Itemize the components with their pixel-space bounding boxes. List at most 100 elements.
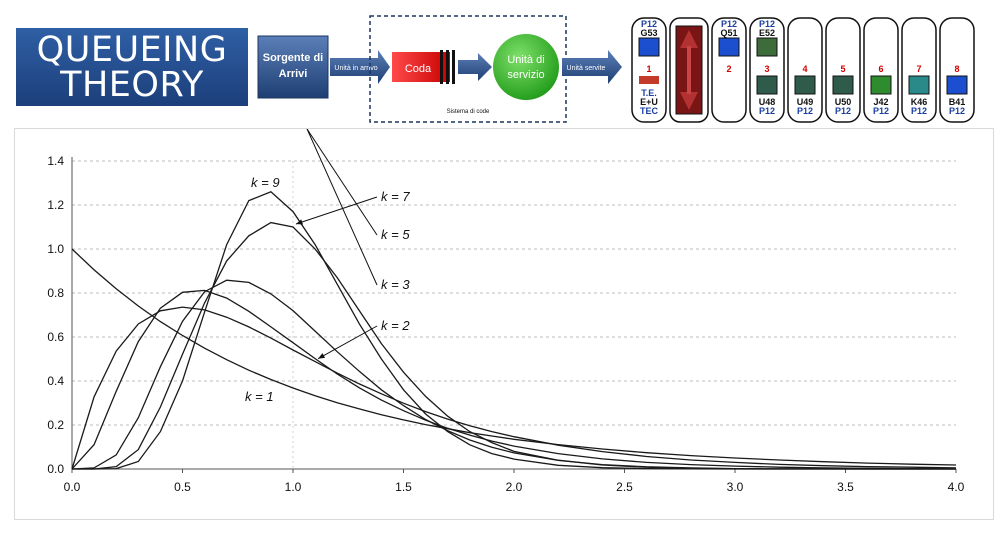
series-line-k9: [72, 191, 956, 470]
counter-slot-8: 8 B41 P12: [939, 17, 975, 123]
y-tick-label-1: 0.2: [47, 418, 64, 432]
curve-arrowhead-k2: [318, 353, 326, 359]
server-label-2: servizio: [507, 69, 544, 81]
queue-slot-1: [440, 50, 443, 84]
queue-system-diagram: Sorgente di Arrivi Unità in arrivo Coda …: [256, 14, 626, 126]
x-tick-label-8: 4.0: [948, 480, 965, 494]
served-arrow: [562, 50, 622, 84]
slot-1-bottom-2: E+U: [640, 97, 658, 107]
slot-5-bottom-1: U50: [835, 97, 852, 107]
curve-leader-k5: [306, 128, 378, 236]
grid-layer: [72, 160, 956, 469]
queue-slot-2: [446, 50, 449, 84]
arrivals-label: Unità in arrivo: [334, 65, 377, 72]
slot-3-bottom-1: U48: [759, 97, 776, 107]
slot-7-bottom-1: K46: [911, 97, 928, 107]
slot-2-number: 2: [726, 64, 731, 74]
y-tick-label-7: 1.4: [47, 154, 64, 168]
y-tick-label-3: 0.6: [47, 330, 64, 344]
x-tick-label-5: 2.5: [616, 480, 633, 494]
curve-label-k1: k = 1: [245, 389, 274, 404]
queue-slot-3: [452, 50, 455, 84]
curve-leader-k7: [295, 196, 378, 225]
counter-slot-2: P12 Q51 2: [711, 17, 747, 123]
slot-6-number: 6: [878, 64, 883, 74]
slot-6-bottom-1: J42: [873, 97, 888, 107]
y-tick-label-5: 1.0: [47, 242, 64, 256]
slot-6-fast-pay-icon: [870, 75, 892, 95]
counter-slot-3: P12 E52 3 U48 P12: [749, 17, 785, 123]
curve-label-k7: k = 7: [381, 189, 410, 204]
system-label: Sistema di code: [447, 109, 490, 115]
logo-line-2: THEORY: [60, 65, 204, 105]
slot-1-track-icon: [639, 76, 659, 84]
y-tick-label-2: 0.4: [47, 374, 64, 388]
counter-slot-5: 5 U50 P12: [825, 17, 861, 123]
slot-3-top-1: P12: [759, 19, 775, 29]
slot-3-top-2: E52: [759, 28, 775, 38]
curve-label-k2: k = 2: [381, 318, 410, 333]
slot-3-lower-icon: [756, 75, 778, 95]
slot-1-top-1: P12: [641, 19, 657, 29]
curve-label-k5: k = 5: [381, 227, 410, 242]
slot-7-bottom-2: P12: [911, 106, 927, 116]
label-layer: k = 1k = 2k = 3k = 5k = 7k = 9: [245, 128, 410, 404]
slot-5-icon: [832, 75, 854, 95]
queueing-theory-logo: QUEUEING THEORY: [16, 28, 248, 106]
y-tick-label-4: 0.8: [47, 286, 64, 300]
slot-4-bottom-2: P12: [797, 106, 813, 116]
series-line-k1: [71, 248, 957, 466]
slot-1-bottom-3: TEC: [640, 106, 659, 116]
series-layer: [71, 191, 957, 470]
slot-2-tram-icon: [718, 37, 740, 57]
logo-line-1: QUEUEING: [36, 30, 228, 70]
slot-8-tram-icon: [946, 75, 968, 95]
series-line-k3: [71, 289, 957, 470]
service-counter-panel: P12 G53 1 T.E. E+U TEC P12 Q51 2 P12 E52: [630, 14, 990, 124]
series-line-k5: [71, 279, 956, 470]
x-tick-label-6: 3.0: [727, 480, 744, 494]
escalator-block: [669, 17, 709, 123]
slot-5-bottom-2: P12: [835, 106, 851, 116]
arrivals-arrow: [330, 50, 390, 84]
x-tick-label-1: 0.5: [174, 480, 191, 494]
x-tick-label-4: 2.0: [506, 480, 523, 494]
counter-slot-4: 4 U49 P12: [787, 17, 823, 123]
counter-slot-1: P12 G53 1 T.E. E+U TEC: [631, 17, 667, 123]
series-line-k2: [71, 306, 957, 470]
slot-2-top-2: Q51: [720, 28, 737, 38]
slot-4-number: 4: [802, 64, 807, 74]
slot-8-bottom-2: P12: [949, 106, 965, 116]
counter-slot-7: 7 K46 P12: [901, 17, 937, 123]
slot-3-bottom-2: P12: [759, 106, 775, 116]
queue-label: Coda: [405, 63, 432, 75]
slot-7-number: 7: [916, 64, 921, 74]
x-tick-label-2: 1.0: [285, 480, 302, 494]
slot-4-icon: [794, 75, 816, 95]
queue-to-server-arrow: [458, 53, 492, 81]
curve-label-k9: k = 9: [251, 175, 280, 190]
y-tick-label-0: 0.0: [47, 462, 64, 476]
served-label: Unità servite: [567, 65, 606, 72]
slot-2-top-1: P12: [721, 19, 737, 29]
x-tick-label-3: 1.5: [395, 480, 412, 494]
curve-leader-k3: [306, 128, 378, 286]
series-line-k7: [72, 221, 956, 470]
slot-1-tram-icon: [638, 37, 660, 57]
slot-1-top-2: G53: [640, 28, 657, 38]
source-label-1: Sorgente di: [263, 52, 324, 64]
curve-arrowhead-k7: [296, 219, 303, 225]
slot-3-number: 3: [764, 64, 769, 74]
slot-1-bottom-1: T.E.: [641, 88, 657, 98]
slot-8-bottom-1: B41: [949, 97, 966, 107]
source-label-2: Arrivi: [279, 68, 308, 80]
counter-slot-6: 6 J42 P12: [863, 17, 899, 123]
slot-5-number: 5: [840, 64, 845, 74]
server-circle: [493, 34, 559, 100]
slot-3-upper-icon: [756, 37, 778, 57]
server-label-1: Unità di: [507, 54, 544, 66]
slot-4-bottom-1: U49: [797, 97, 814, 107]
curve-leader-k2: [317, 325, 378, 360]
